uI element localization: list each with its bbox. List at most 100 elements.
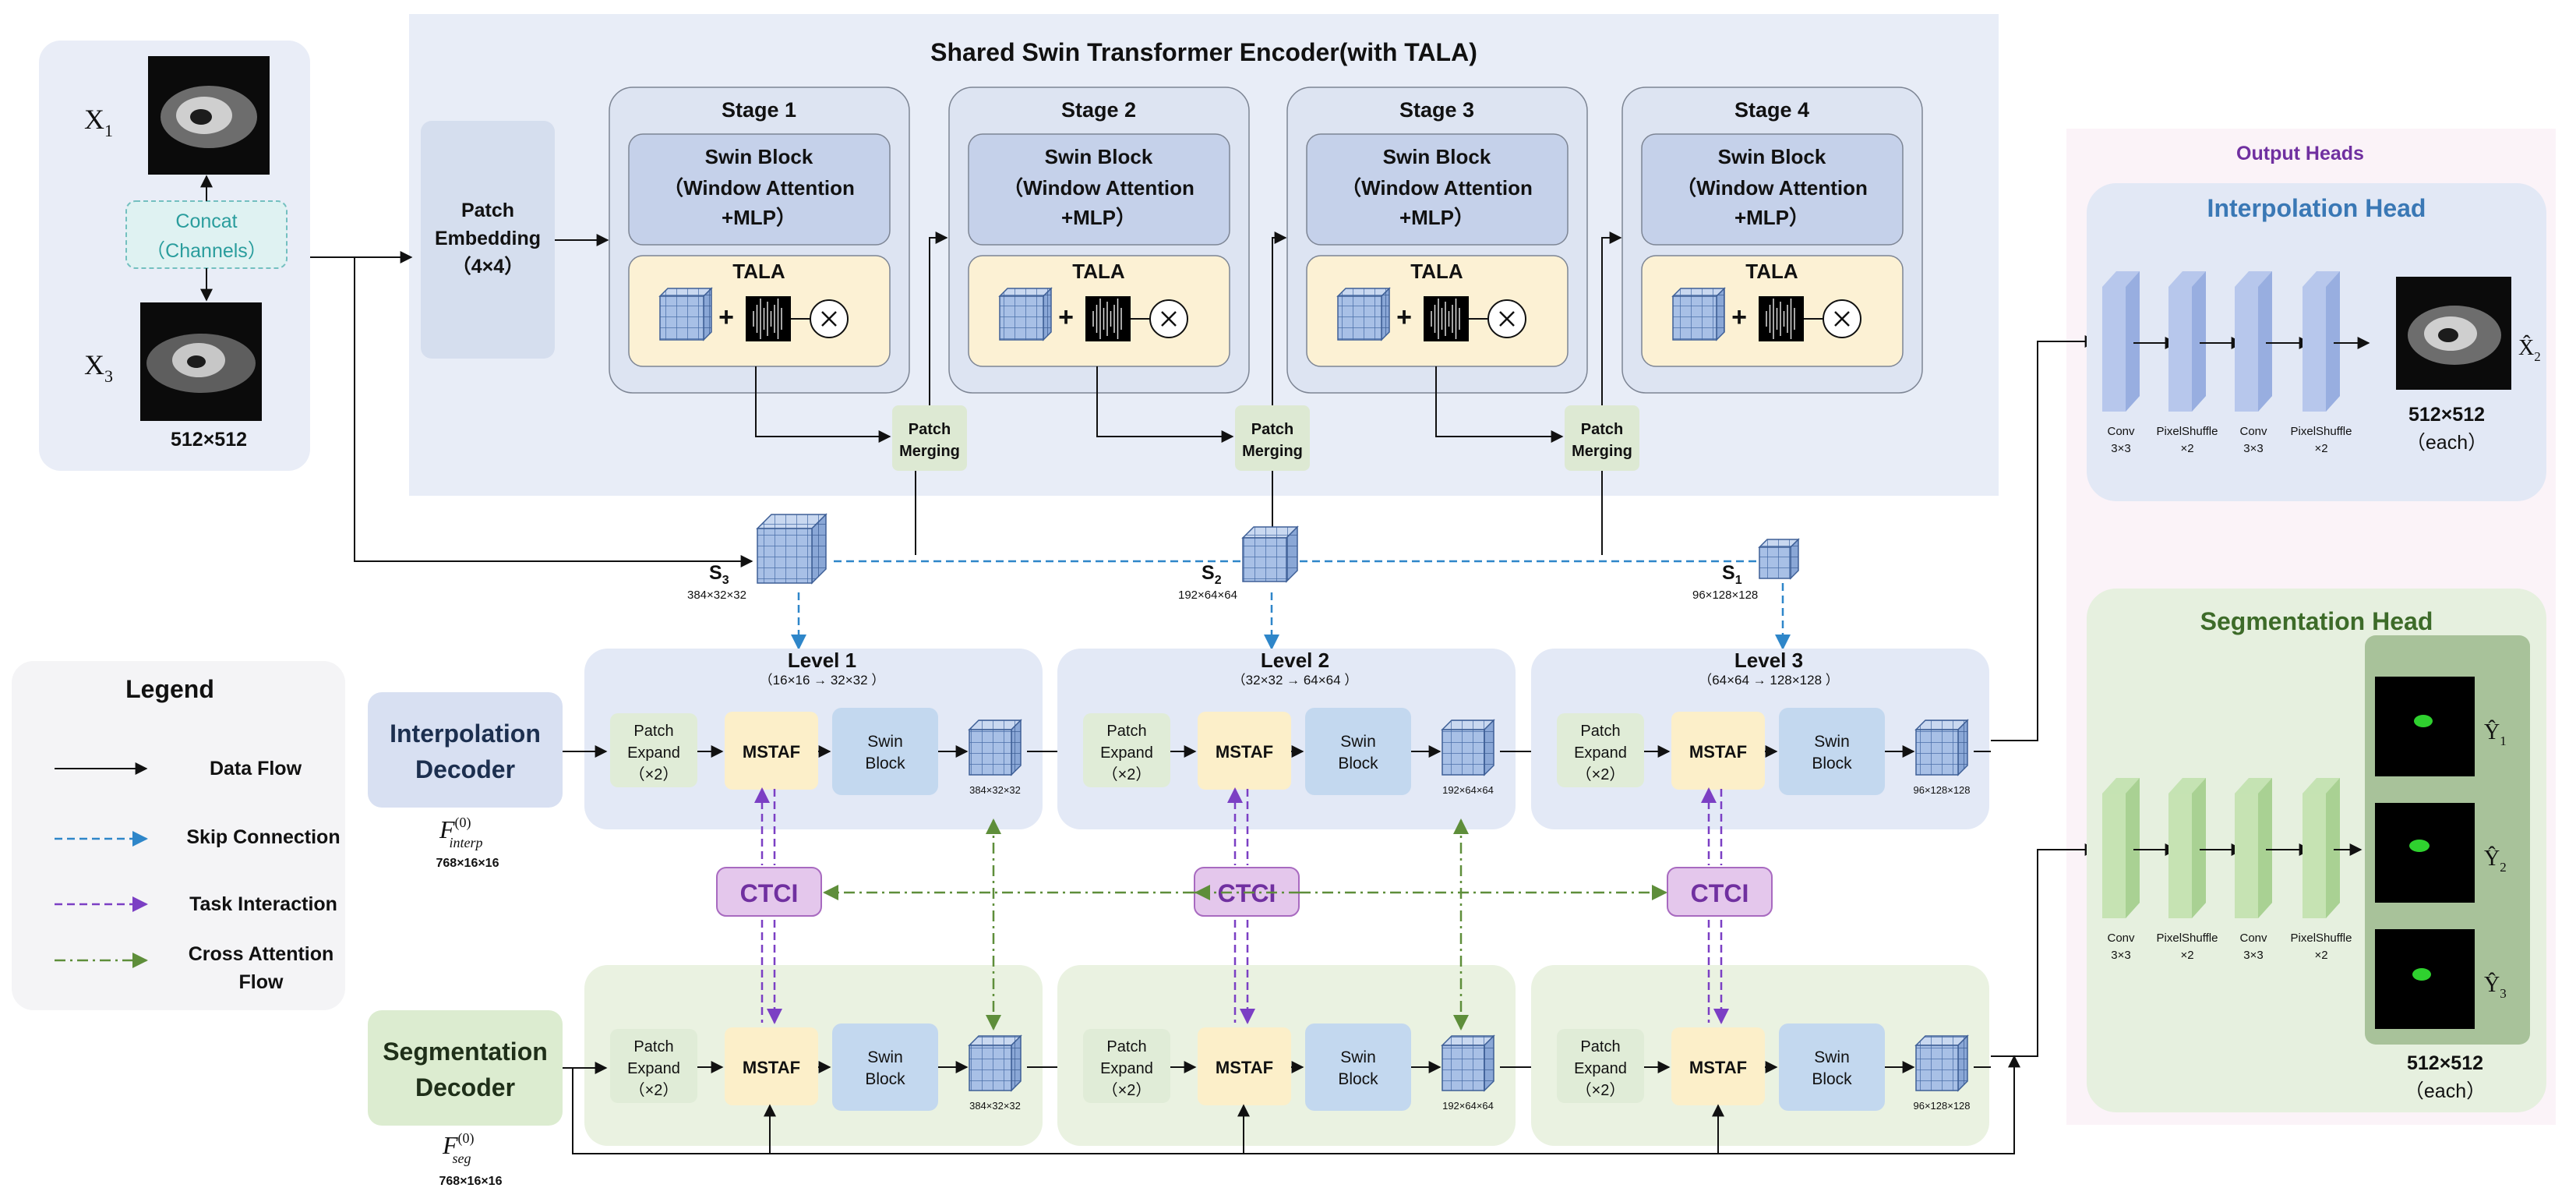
skip-s3-dims: 384×32×32 [687,589,746,602]
seg-head-title: Segmentation Head [2200,607,2433,635]
svg-text:×2: ×2 [2314,949,2327,962]
svg-text:Block: Block [1812,1070,1852,1088]
legend-panel [12,661,345,1010]
level-3: Level 3（64×64 → 128×128 ）PatchExpand（×2）… [1531,649,1989,829]
level-3-title: Level 3 [1734,649,1803,672]
svg-text:CTCI: CTCI [740,879,799,907]
seg-level-output-cube-3 [1914,1034,1969,1092]
swin-block-3: Swin Block （Window Attention +MLP） [1306,133,1569,246]
svg-text:Stage 1: Stage 1 [722,98,796,122]
svg-text:PixelShuffle: PixelShuffle [2291,932,2352,945]
interp-level-dims-1: 384×32×32 [969,784,1021,796]
interp-mstaf-2: MSTAF [1198,712,1291,790]
svg-text:Swin Block: Swin Block [1718,145,1826,168]
svg-text:（×2）: （×2） [630,1081,679,1099]
svg-text:TALA: TALA [1410,260,1463,283]
skip-cube-s3 [756,513,827,585]
svg-text:（Channels）: （Channels） [146,240,267,262]
seg-output-3 [2375,929,2475,1029]
svg-text:Merging: Merging [899,443,960,460]
skip-s1-label: S1 [1722,562,1742,587]
svg-text:Concat: Concat [175,210,237,232]
plus-icon: + [718,302,734,332]
tala-block-4: TALA+ [1641,255,1904,367]
svg-text:Patch: Patch [1106,1038,1146,1055]
tala-block-3: TALA+ [1306,255,1569,367]
y1-hat-label: Ŷ1 [2484,720,2507,748]
svg-text:MSTAF: MSTAF [1216,1058,1273,1077]
svg-text:Expand: Expand [1100,1060,1153,1077]
interp-feature-label: F(0)interp [439,815,483,850]
seg-head-layer-2: PixelShuffle×2 [2157,778,2218,962]
svg-text:Decoder: Decoder [415,1073,515,1101]
svg-text:Task Interaction: Task Interaction [189,893,337,915]
svg-text:Patch: Patch [1580,1038,1620,1055]
interp-level-output-cube-1 [968,719,1022,776]
level-1-title: Level 1 [788,649,856,672]
input-image-x1 [148,56,270,175]
level-1: Level 1（16×16 → 32×32 ）PatchExpand（×2）MS… [584,649,1043,829]
svg-text:Cross Attention: Cross Attention [189,943,334,965]
legend-data-flow: Data Flow [55,758,302,780]
seg-level-dims-1: 384×32×32 [969,1100,1021,1112]
interp-feature-dims: 768×16×16 [436,857,499,870]
attention-map-icon [1759,296,1804,341]
x3-label: X3 [84,349,113,386]
svg-text:（×2）: （×2） [1576,1081,1625,1099]
svg-text:Block: Block [1338,755,1378,772]
svg-text:Block: Block [865,1070,905,1088]
svg-text:Expand: Expand [627,1060,680,1077]
output-image-x2 [2396,277,2511,390]
svg-text:Embedding: Embedding [435,228,541,249]
plus-icon: + [1058,302,1074,332]
svg-text:Data Flow: Data Flow [210,758,302,780]
interp-mstaf-1: MSTAF [725,712,818,790]
tala-block-2: TALA + [968,255,1230,367]
seg-output-1 [2375,677,2475,776]
svg-text:Swin Block: Swin Block [1045,145,1153,168]
svg-text:+MLP）: +MLP） [1399,206,1474,229]
multiply-icon [1149,299,1188,338]
interp-head-layer-2: PixelShuffle×2 [2157,271,2218,455]
svg-text:TALA: TALA [1072,260,1125,283]
interp-level-output-cube-3 [1914,719,1969,776]
svg-text:Patch: Patch [1580,723,1620,740]
svg-text:Merging: Merging [1242,443,1303,460]
x1-label: X1 [84,104,113,140]
attention-map-icon [746,296,791,341]
ctci-1: CTCI [716,867,822,917]
svg-text:Patch: Patch [633,1038,673,1055]
seg-mstaf-1: MSTAF [725,1027,818,1105]
svg-text:Expand: Expand [627,744,680,762]
svg-text:Patch: Patch [909,421,951,438]
svg-text:Patch: Patch [1581,421,1623,438]
tala-block-1: TALA+ [628,255,891,367]
svg-text:Skip Connection: Skip Connection [186,826,340,848]
svg-text:Swin Block: Swin Block [1383,145,1491,168]
svg-text:Conv: Conv [2107,932,2135,945]
svg-text:MSTAF: MSTAF [1689,1058,1747,1077]
svg-text:CTCI: CTCI [1691,879,1749,907]
svg-text:×2: ×2 [2314,442,2327,455]
seg-mstaf-2: MSTAF [1198,1027,1291,1105]
legend-cross-attention: Cross Attention Flow [55,943,333,993]
svg-text:3×3: 3×3 [2111,949,2130,962]
svg-text:（Window Attention: （Window Attention [1341,176,1533,200]
level-2-range: （32×32 → 64×64 ） [1233,673,1358,688]
svg-text:+MLP）: +MLP） [1734,206,1809,229]
svg-text:MSTAF: MSTAF [1689,742,1747,762]
svg-text:Flow: Flow [239,971,284,993]
seg-feature-dims: 768×16×16 [439,1175,503,1188]
plus-icon: + [1731,302,1747,332]
legend-task-interaction: Task Interaction [55,893,337,915]
tala-tensor-icon [998,287,1053,341]
